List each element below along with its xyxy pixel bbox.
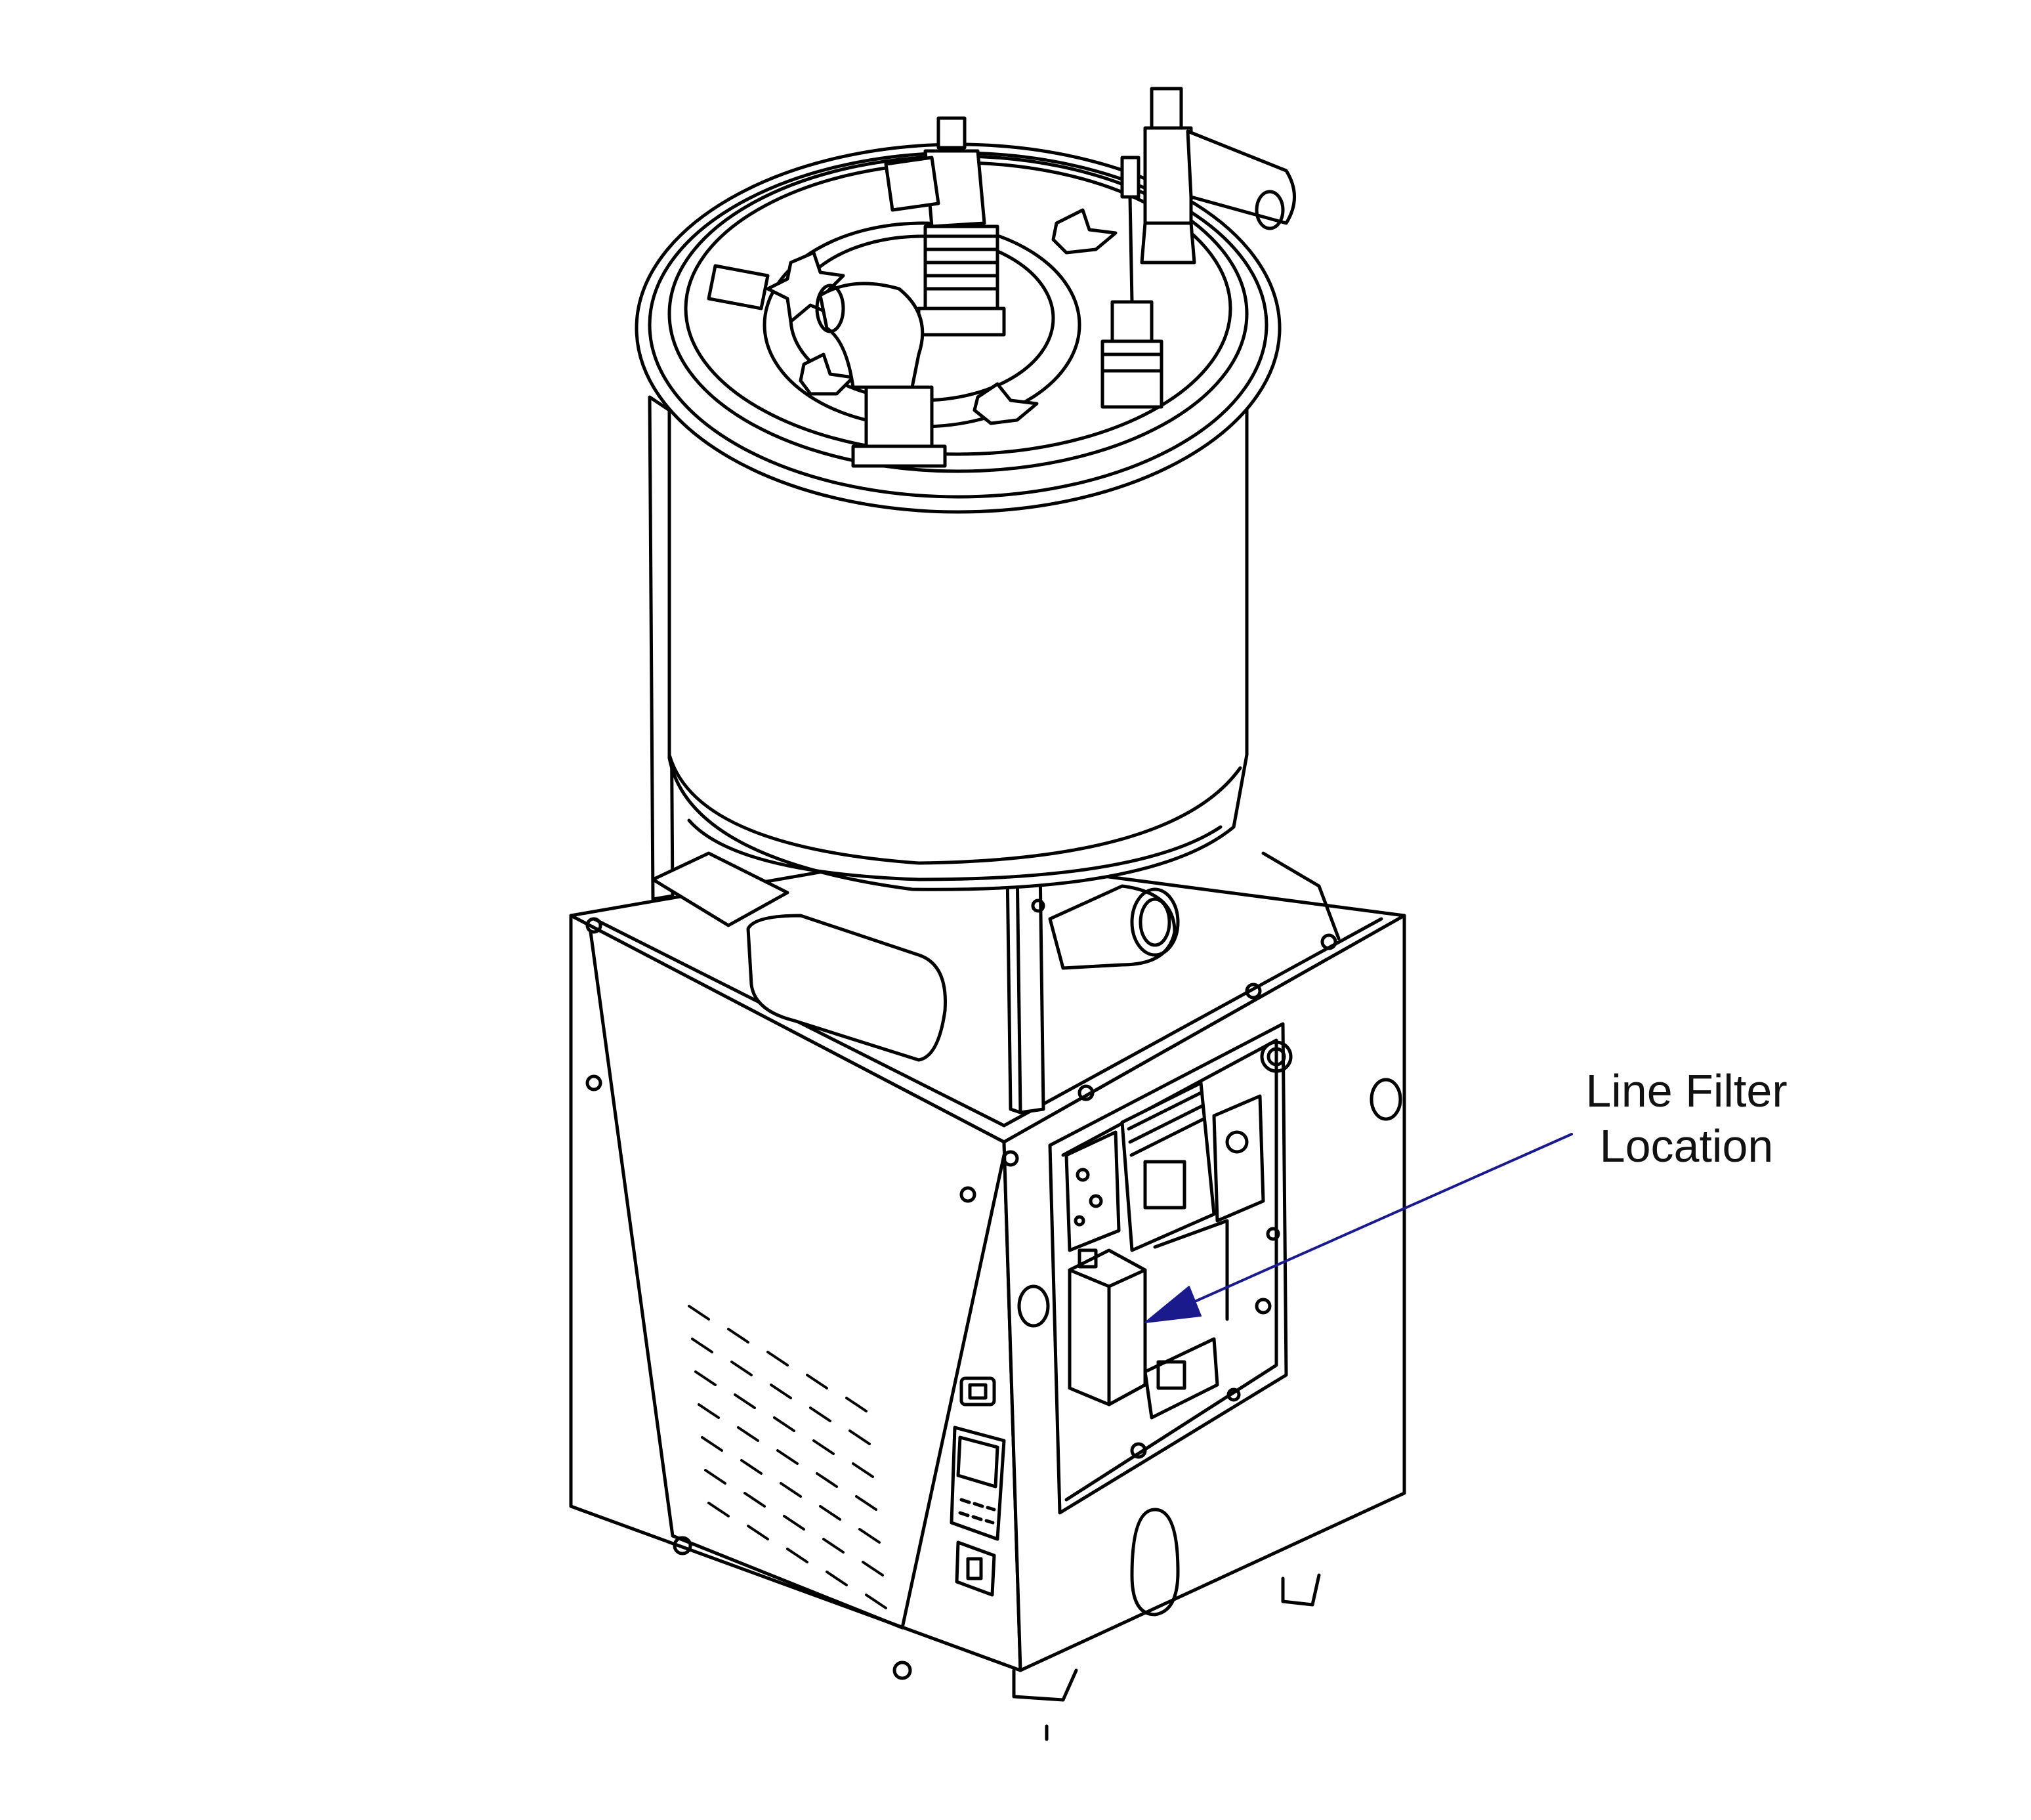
electronics-bay (1048, 1022, 1293, 1515)
control-panel (950, 1376, 1006, 1597)
callout-label-line-1: Line Filter (1585, 1065, 1788, 1116)
vent-grill (688, 1305, 887, 1609)
star-knobs (766, 208, 1118, 425)
callout-label: Line Filter Location (1568, 1063, 1805, 1174)
callout-arrow (1144, 1133, 1573, 1323)
callout-label-line-2: Location (1599, 1120, 1774, 1172)
top-fittings (815, 87, 1296, 468)
